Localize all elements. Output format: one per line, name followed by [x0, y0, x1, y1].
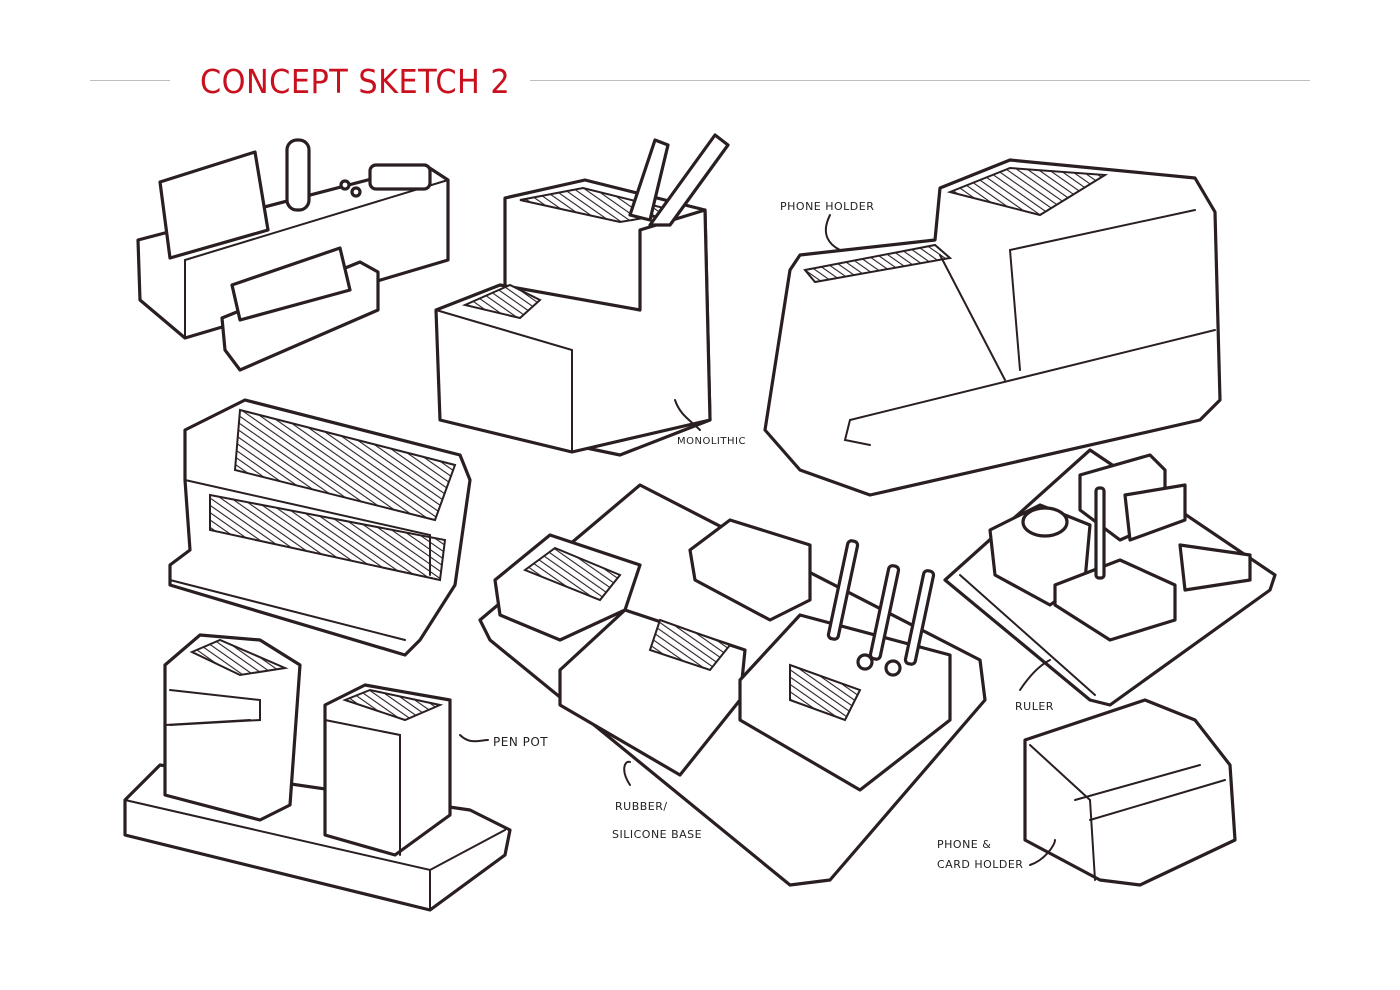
rubber-silicone-base-sketch — [478, 483, 987, 887]
pen-pot-sketch — [123, 633, 512, 912]
label-phone-holder: PHONE HOLDER — [780, 200, 875, 213]
title-rule-right — [530, 80, 1310, 81]
label-silicone-base: SILICONE BASE — [612, 828, 703, 841]
label-pen-pot: PEN POT — [493, 735, 549, 749]
phone-holder-sketch — [763, 158, 1222, 497]
label-phone-card-line1: PHONE & — [937, 838, 992, 851]
annotation-leaders — [459, 214, 1056, 866]
monolithic-pot-sketch — [434, 133, 730, 457]
label-phone-card-line2: CARD HOLDER — [937, 858, 1024, 871]
label-rubber: RUBBER/ — [615, 800, 668, 813]
page-title: CONCEPT SKETCH 2 — [200, 62, 511, 101]
title-rule-left — [90, 80, 170, 81]
label-monolithic: MONOLITHIC — [677, 436, 746, 447]
label-ruler: RULER — [1015, 700, 1054, 713]
phone-card-holder-sketch — [1023, 698, 1237, 887]
desk-organizer-sketch — [136, 138, 450, 372]
shelf-organizer-sketch — [168, 398, 472, 657]
ruler-tray-sketch — [943, 448, 1277, 707]
